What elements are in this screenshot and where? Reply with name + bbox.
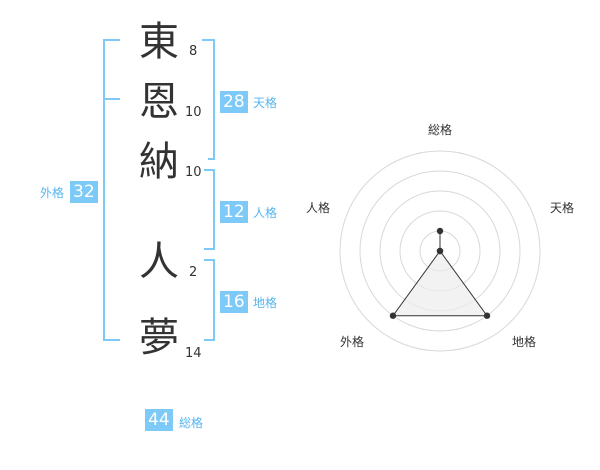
radar-grid-ring (339, 150, 541, 352)
tenkaku-bracket-line (202, 39, 215, 160)
radar-point-3 (389, 312, 397, 319)
radar-axis-label-chikaku: 地格 (511, 335, 536, 349)
name-char-4: 人 (139, 239, 179, 285)
chikaku-value-badge: 16 (220, 291, 248, 313)
radar-grid-ring (359, 170, 521, 332)
name-char-5: 夢 (139, 315, 179, 361)
stroke-count-2: 10 (185, 105, 202, 120)
name-char-2: 恩 (139, 79, 179, 125)
radar-axis-label-gaikaku: 外格 (339, 335, 364, 349)
name-char-3: 納 (139, 139, 179, 185)
radar-axis-label-jinkaku: 人格 (305, 201, 330, 215)
radar-point-0 (436, 227, 444, 235)
jinkaku-bracket-line (204, 169, 215, 250)
stroke-count-3: 10 (185, 165, 202, 180)
stroke-count-4: 2 (189, 265, 198, 280)
radar-series-polygon (391, 231, 489, 317)
stroke-count-5: 14 (185, 346, 202, 361)
jinkaku-label: 人格 (253, 206, 278, 220)
soukaku-label: 総格 (179, 416, 204, 430)
radar-axis-label-soukaku: 総格 (427, 123, 452, 137)
gaikaku-label: 外格 (40, 186, 65, 200)
gaikaku-value-badge: 32 (70, 181, 98, 203)
radar-axis-label-tenkaku: 天格 (549, 201, 574, 215)
tenkaku-label: 天格 (253, 96, 278, 110)
name-char-1: 東 (139, 19, 179, 65)
stroke-count-1: 8 (189, 44, 198, 59)
radar-point-2 (483, 312, 491, 319)
tenkaku-value-badge: 28 (220, 91, 248, 113)
chikaku-label: 地格 (253, 296, 278, 310)
gaikaku-bracket-line (103, 39, 120, 341)
radar-point-4 (436, 247, 444, 255)
jinkaku-value-badge: 12 (220, 201, 248, 223)
soukaku-value-badge: 44 (145, 409, 173, 431)
chikaku-bracket-line (204, 259, 215, 341)
